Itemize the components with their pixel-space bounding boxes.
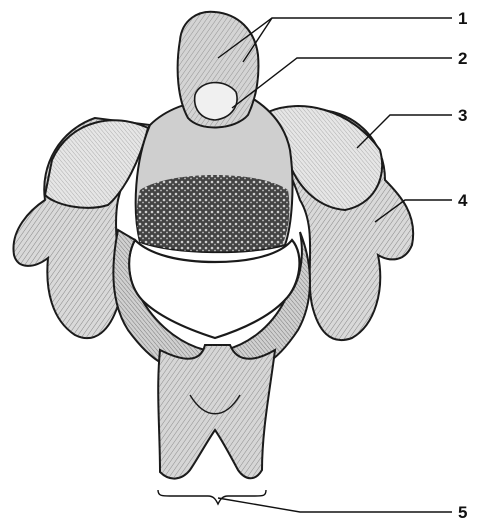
callout-1: 1 (458, 9, 467, 28)
callout-labels: 1 2 3 4 5 (458, 9, 468, 522)
callout-3: 3 (458, 106, 467, 125)
callout-4: 4 (458, 191, 468, 210)
callout-5: 5 (458, 503, 467, 522)
callout-2: 2 (458, 49, 467, 68)
vertebra-drawing (13, 12, 413, 479)
leader-line-2 (232, 58, 452, 108)
bracket-5 (158, 490, 266, 504)
body-spongy-bone (137, 175, 290, 252)
leader-line-5 (218, 498, 452, 512)
